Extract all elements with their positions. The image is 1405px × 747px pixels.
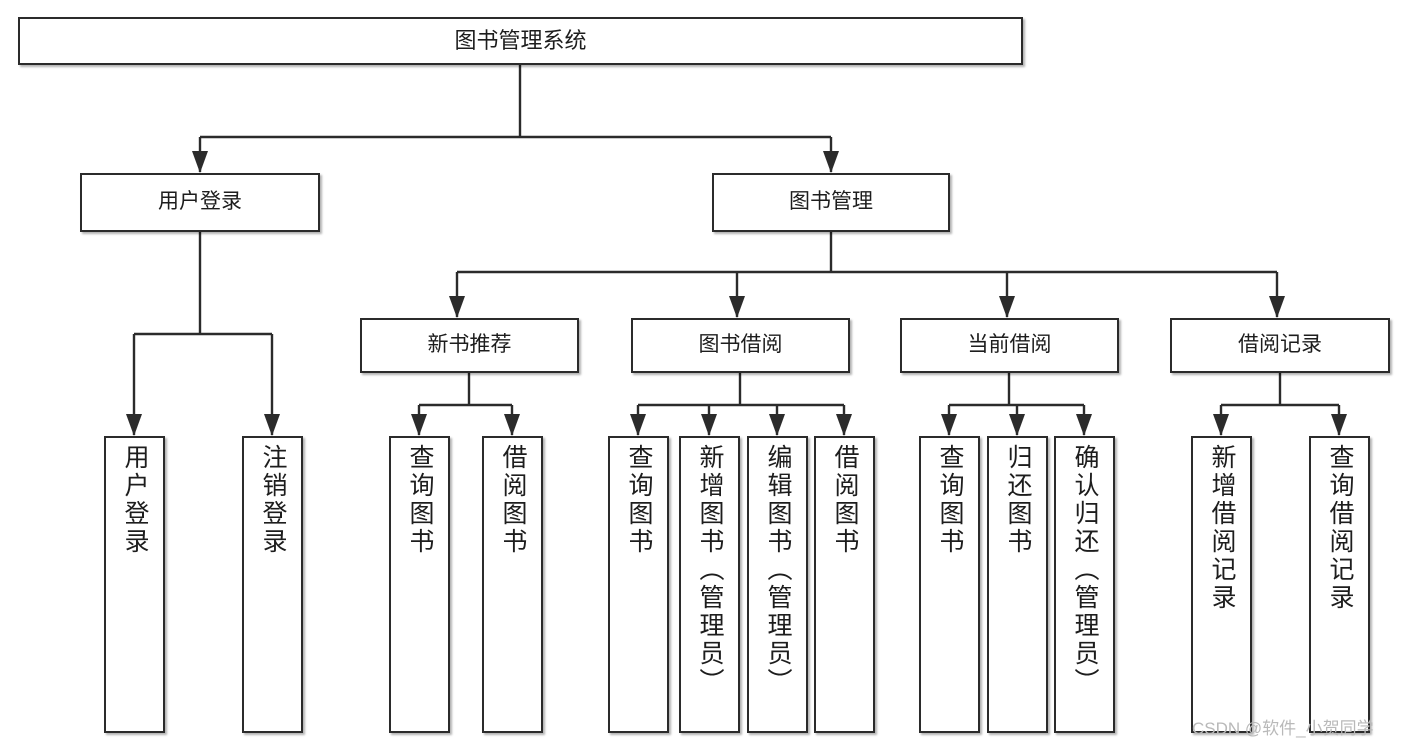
edge-arrowhead-bookmgmt-children-0 — [449, 296, 465, 318]
node-label-login-1: 用户登录 — [121, 444, 149, 556]
edge-arrowhead-newbook-children-0 — [411, 414, 427, 436]
edge-arrowhead-current-children-2 — [1076, 414, 1092, 436]
node-login[interactable]: 用户登录 — [80, 173, 320, 232]
node-newbook-1[interactable]: 查询图书 — [389, 436, 450, 733]
node-label-login-2: 注销登录 — [259, 444, 287, 556]
node-label-root: 图书管理系统 — [454, 28, 587, 54]
node-login-1[interactable]: 用户登录 — [104, 436, 165, 733]
edge-arrowhead-root-children-0 — [192, 151, 208, 173]
node-label-newbook-2: 借阅图书 — [499, 444, 527, 556]
node-borrow-1[interactable]: 查询图书 — [608, 436, 669, 733]
node-label-newbook-1: 查询图书 — [406, 444, 434, 556]
edge-arrowhead-login-children-1 — [264, 414, 280, 436]
node-label-borrow: 图书借阅 — [698, 333, 783, 357]
node-label-records-1: 新增借阅记录 — [1208, 444, 1236, 612]
node-label-bookmgmt: 图书管理 — [789, 190, 873, 214]
node-label-borrow-1: 查询图书 — [625, 444, 653, 556]
node-borrow-4[interactable]: 借阅图书 — [814, 436, 875, 733]
node-newbook-2[interactable]: 借阅图书 — [482, 436, 543, 733]
edge-arrowhead-bookmgmt-children-1 — [729, 296, 745, 318]
node-current-2[interactable]: 归还图书 — [987, 436, 1048, 733]
edge-arrowhead-root-children-1 — [823, 151, 839, 173]
node-label-current-2: 归还图书 — [1004, 444, 1032, 556]
node-borrow-3[interactable]: 编辑图书（管理员） — [747, 436, 808, 733]
node-bookmgmt[interactable]: 图书管理 — [712, 173, 950, 232]
node-label-borrow-2: 新增图书（管理员） — [696, 444, 724, 696]
node-label-current: 当前借阅 — [967, 333, 1052, 357]
node-borrow-2[interactable]: 新增图书（管理员） — [679, 436, 740, 733]
edge-arrowhead-borrow-children-3 — [836, 414, 852, 436]
edge-arrowhead-borrow-children-0 — [630, 414, 646, 436]
edge-arrowhead-current-children-0 — [941, 414, 957, 436]
edge-arrowhead-borrow-children-2 — [769, 414, 785, 436]
node-records-1[interactable]: 新增借阅记录 — [1191, 436, 1252, 733]
node-borrow[interactable]: 图书借阅 — [631, 318, 850, 373]
node-label-newbook: 新书推荐 — [427, 333, 512, 357]
node-records[interactable]: 借阅记录 — [1170, 318, 1390, 373]
edge-arrowhead-bookmgmt-children-3 — [1269, 296, 1285, 318]
edge-arrowhead-login-children-0 — [126, 414, 142, 436]
edge-arrowhead-bookmgmt-children-2 — [999, 296, 1015, 318]
node-newbook[interactable]: 新书推荐 — [360, 318, 579, 373]
node-login-2[interactable]: 注销登录 — [242, 436, 303, 733]
node-label-current-1: 查询图书 — [936, 444, 964, 556]
node-current-3[interactable]: 确认归还（管理员） — [1054, 436, 1115, 733]
node-label-records: 借阅记录 — [1238, 333, 1322, 357]
node-label-login: 用户登录 — [158, 190, 242, 214]
node-label-borrow-4: 借阅图书 — [831, 444, 859, 556]
node-label-borrow-3: 编辑图书（管理员） — [764, 444, 792, 696]
node-label-records-2: 查询借阅记录 — [1326, 444, 1354, 612]
node-current[interactable]: 当前借阅 — [900, 318, 1119, 373]
edge-arrowhead-current-children-1 — [1009, 414, 1025, 436]
edge-arrowhead-newbook-children-1 — [504, 414, 520, 436]
edge-arrowhead-records-children-0 — [1213, 414, 1229, 436]
edge-arrowhead-borrow-children-1 — [701, 414, 717, 436]
node-root[interactable]: 图书管理系统 — [18, 17, 1023, 65]
node-records-2[interactable]: 查询借阅记录 — [1309, 436, 1370, 733]
edge-arrowhead-records-children-1 — [1331, 414, 1347, 436]
node-current-1[interactable]: 查询图书 — [919, 436, 980, 733]
node-label-current-3: 确认归还（管理员） — [1071, 444, 1099, 696]
